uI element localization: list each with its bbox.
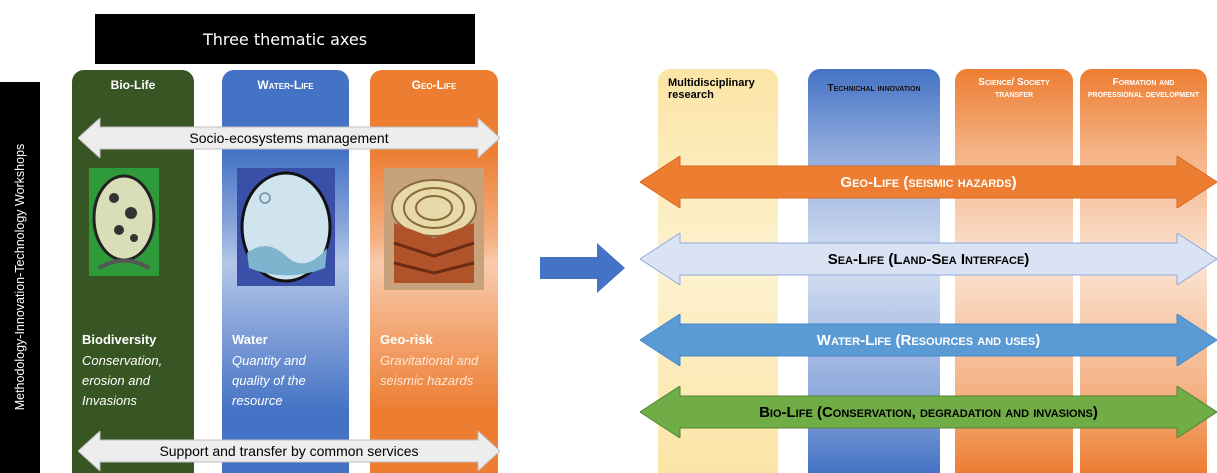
biodiversity-desc: Conservation, erosion and Invasions: [82, 353, 163, 408]
workshops-side-label: Methodology-Innovation-Technology Worksh…: [13, 143, 27, 411]
water-life-band-label: Water-Life (Resources and uses): [816, 331, 1041, 349]
technical-innovation-header: Technichal innovation: [827, 83, 921, 94]
sea-life-band-label: Sea-Life (Land-Sea Interface): [827, 250, 1030, 268]
multidisciplinary-research-header: Multidisciplinary research: [668, 77, 755, 101]
formation-development-header: Formation and professional development: [1087, 77, 1200, 100]
bio-life-band: Bio-Life (Conservation, degradation and …: [640, 386, 1217, 438]
bio-life-header: Bio-Life: [110, 78, 156, 92]
geo-life-band: Geo-Life (seismic hazards): [640, 156, 1217, 208]
socio-ecosystems-label: Socio-ecosystems management: [189, 130, 389, 146]
bio-life-band-label: Bio-Life (Conservation, degradation and …: [759, 403, 1098, 421]
water-illustration: [237, 168, 335, 286]
socio-ecosystems-arrow: Socio-ecosystems management: [78, 118, 500, 158]
geo-risk-desc: Gravitational and seismic hazards: [380, 353, 479, 388]
geo-risk-title: Geo-risk: [380, 332, 433, 347]
transition-arrow: [540, 243, 625, 293]
science-society-transfer-header: Science/ Society transfer: [978, 77, 1050, 100]
common-services-label: Support and transfer by common services: [159, 443, 419, 459]
geo-life-header: Geo-Life: [411, 78, 457, 92]
water-desc: Quantity and quality of the resource: [232, 353, 306, 408]
thematic-axes-title-text: Three thematic axes: [202, 29, 368, 49]
geo-risk-illustration: [384, 168, 484, 290]
water-life-header: Water-Life: [257, 78, 314, 92]
biodiversity-illustration: [89, 168, 159, 276]
common-services-arrow: Support and transfer by common services: [78, 431, 500, 471]
geo-life-band-label: Geo-Life (seismic hazards): [840, 173, 1017, 191]
biodiversity-title: Biodiversity: [82, 332, 157, 347]
thematic-axes-title: Three thematic axes: [95, 14, 475, 64]
workshops-side-bar: [0, 82, 40, 473]
sea-life-band: Sea-Life (Land-Sea Interface): [640, 233, 1217, 285]
water-life-band: Water-Life (Resources and uses): [640, 314, 1217, 366]
water-title: Water: [232, 332, 268, 347]
